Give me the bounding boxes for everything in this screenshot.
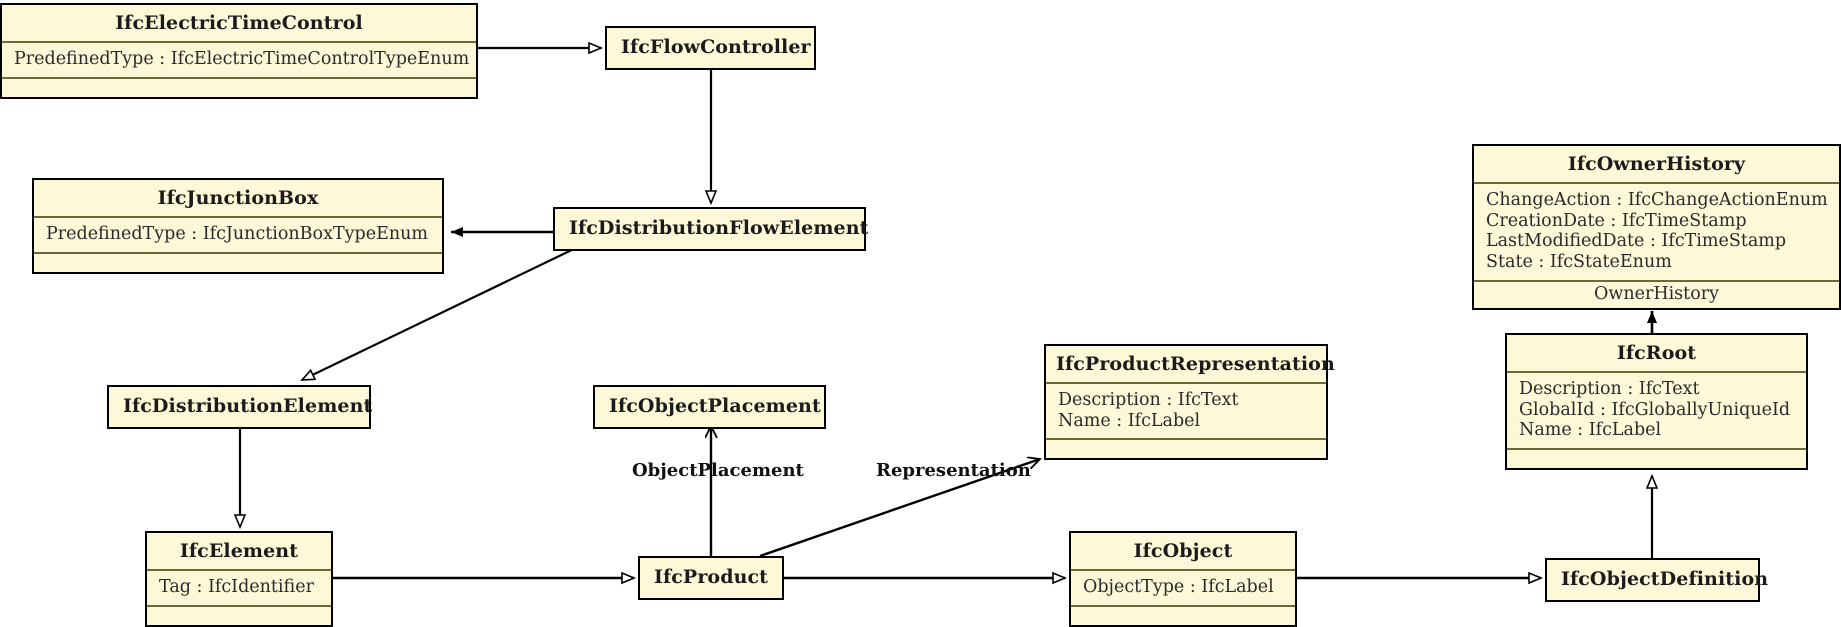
attribute-compartment: ObjectType : IfcLabel: [1071, 571, 1295, 605]
attribute-row: Tag : IfcIdentifier: [159, 577, 314, 597]
class-box-ifc-electric-time-control[interactable]: IfcElectricTimeControl PredefinedType : …: [0, 3, 478, 99]
class-box-ifc-distribution-flow-element[interactable]: IfcDistributionFlowElement: [553, 207, 869, 251]
empty-compartment: [147, 607, 331, 625]
class-title-ifc-element: IfcElement: [179, 540, 299, 562]
empty-compartment: [1046, 440, 1326, 458]
edge-distributionflowelement-to-distributionelement: [302, 245, 581, 381]
class-title-ifc-flow-controller: IfcFlowController: [621, 36, 811, 58]
compartment-separator: [1474, 279, 1839, 282]
edge-label-representation: Representation: [876, 460, 1031, 481]
empty-compartment: [1507, 450, 1806, 468]
edge-product-to-productrepresentation: [759, 459, 1040, 558]
class-box-ifc-junction-box[interactable]: IfcJunctionBox PredefinedType : IfcJunct…: [32, 178, 444, 274]
attribute-row: GlobalId : IfcGloballyUniqueId: [1519, 399, 1791, 420]
compartment-separator: [1474, 182, 1839, 184]
class-title-ifc-object: IfcObject: [1133, 540, 1233, 562]
empty-compartment: [1071, 607, 1295, 625]
compartment-separator: [1507, 371, 1806, 373]
attribute-compartment: Tag : IfcIdentifier: [147, 571, 331, 605]
compartment-separator: [2, 41, 476, 43]
class-title-ifc-owner-history: IfcOwnerHistory: [1567, 153, 1746, 175]
empty-compartment: [2, 79, 476, 97]
empty-compartment: [34, 254, 442, 272]
class-title-ifc-root: IfcRoot: [1616, 342, 1697, 364]
attribute-row: Description : IfcText: [1058, 390, 1239, 410]
attribute-row: Name : IfcLabel: [1519, 420, 1662, 441]
attribute-compartment: PredefinedType : IfcElectricTimeControlT…: [2, 43, 476, 77]
attribute-compartment: Description : IfcText GlobalId : IfcGlob…: [1507, 373, 1806, 448]
class-box-ifc-product[interactable]: IfcProduct: [638, 556, 784, 600]
class-title-ifc-product: IfcProduct: [654, 566, 769, 588]
attribute-compartment: PredefinedType : IfcJunctionBoxTypeEnum: [34, 218, 442, 252]
compartment-separator: [2, 76, 476, 79]
compartment-separator: [147, 604, 331, 607]
compartment-separator: [1071, 569, 1295, 571]
attribute-compartment: Description : IfcText Name : IfcLabel: [1046, 384, 1326, 438]
class-box-ifc-object-definition[interactable]: IfcObjectDefinition: [1545, 558, 1769, 602]
class-title-ifc-object-definition: IfcObjectDefinition: [1561, 568, 1769, 590]
class-title-ifc-object-placement: IfcObjectPlacement: [609, 395, 821, 417]
compartment-separator: [1046, 438, 1326, 441]
class-box-ifc-owner-history[interactable]: IfcOwnerHistory ChangeAction : IfcChange…: [1472, 144, 1841, 311]
class-title-ifc-distribution-flow-element: IfcDistributionFlowElement: [569, 217, 869, 239]
compartment-separator: [34, 216, 442, 218]
class-box-ifc-object-placement[interactable]: IfcObjectPlacement: [593, 385, 826, 429]
class-box-ifc-root[interactable]: IfcRoot Description : IfcText GlobalId :…: [1505, 333, 1808, 470]
class-box-ifc-flow-controller[interactable]: IfcFlowController: [605, 26, 816, 70]
compartment-separator: [1071, 604, 1295, 607]
edge-label-object-placement: ObjectPlacement: [632, 460, 804, 481]
compartment-separator: [147, 569, 331, 571]
attribute-row: ObjectType : IfcLabel: [1083, 577, 1274, 597]
compartment-separator: [1046, 382, 1326, 384]
attribute-row: CreationDate : IfcTimeStamp: [1486, 210, 1747, 231]
class-box-ifc-product-representation[interactable]: IfcProductRepresentation Description : I…: [1044, 344, 1335, 461]
class-box-ifc-object[interactable]: IfcObject ObjectType : IfcLabel: [1069, 531, 1297, 627]
role-label-owner-history: OwnerHistory: [1594, 283, 1719, 304]
class-title-ifc-distribution-element: IfcDistributionElement: [123, 395, 373, 417]
attribute-row: State : IfcStateEnum: [1486, 251, 1672, 272]
compartment-separator: [1507, 447, 1806, 450]
class-title-ifc-junction-box: IfcJunctionBox: [157, 187, 319, 209]
attribute-row: LastModifiedDate : IfcTimeStamp: [1486, 231, 1787, 252]
attribute-row: ChangeAction : IfcChangeActionEnum: [1486, 190, 1828, 210]
class-box-ifc-distribution-element[interactable]: IfcDistributionElement: [107, 385, 373, 429]
attribute-row: Name : IfcLabel: [1058, 410, 1201, 431]
attribute-compartment: ChangeAction : IfcChangeActionEnum Creat…: [1474, 184, 1839, 280]
compartment-separator: [34, 251, 442, 254]
class-box-ifc-element[interactable]: IfcElement Tag : IfcIdentifier: [145, 531, 333, 627]
class-title-ifc-electric-time-control: IfcElectricTimeControl: [115, 12, 363, 34]
attribute-row: PredefinedType : IfcElectricTimeControlT…: [14, 49, 470, 69]
attribute-row: Description : IfcText: [1519, 379, 1700, 399]
attribute-row: PredefinedType : IfcJunctionBoxTypeEnum: [46, 224, 428, 244]
class-title-ifc-product-representation: IfcProductRepresentation: [1056, 353, 1335, 375]
